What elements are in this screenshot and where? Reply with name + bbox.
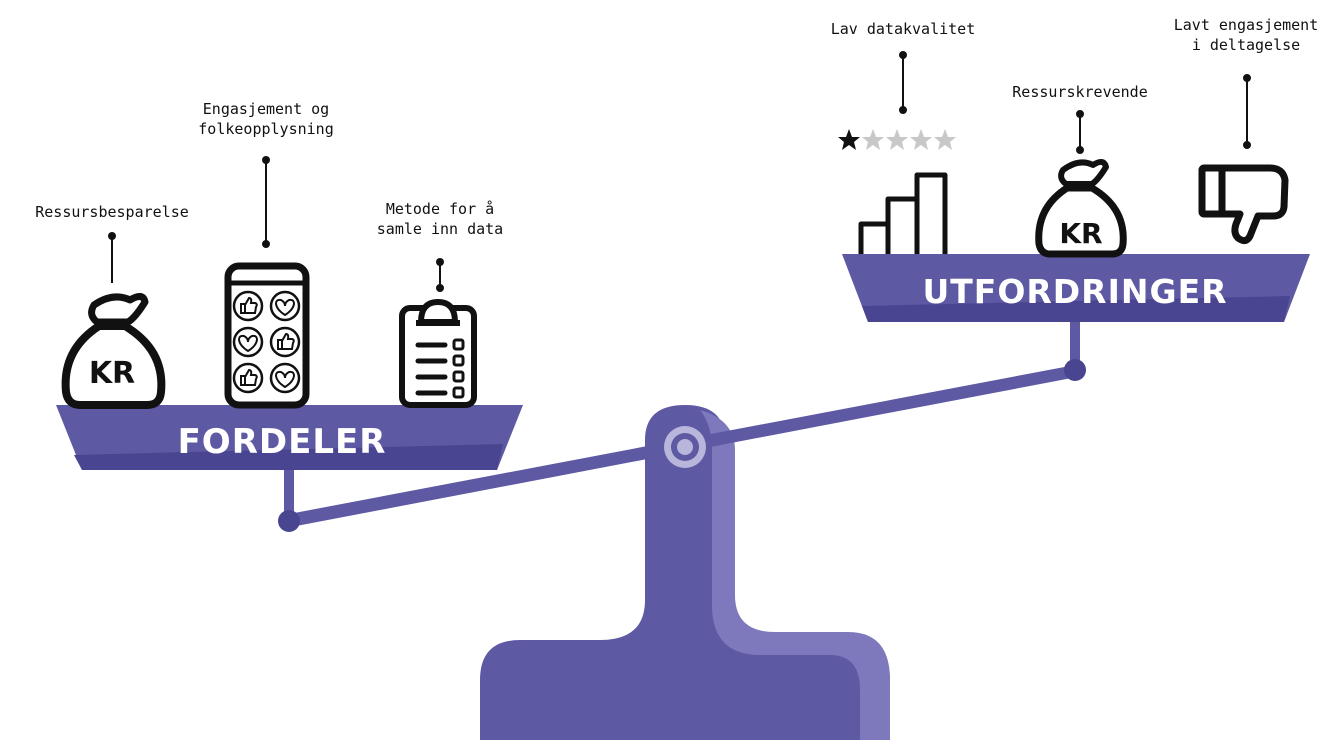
smartphone-reactions-icon [224,262,310,409]
thumbs-down-icon [1198,164,1289,245]
label-metode-samle-data: Metode for å samle inn data [376,200,504,238]
left-pivot [278,510,300,532]
star-empty-icon [886,129,908,150]
clipboard-checklist-icon [399,299,477,408]
scale-base [480,405,890,740]
label-ressursbesparelse: Ressursbesparelse [35,203,189,221]
money-bag-icon: KR [61,293,166,409]
left-pan-shadow [74,444,503,470]
left-hanger [284,465,294,520]
star-empty-icon [934,129,956,150]
right-pan-shadow [862,296,1290,322]
label-lav-datakvalitet: Lav datakvalitet [830,20,976,38]
right-hanger [1070,320,1080,372]
leader-lines [108,51,1251,292]
money-bag-label: KR [1059,217,1102,250]
bar-chart-icon [858,172,948,254]
center-pivot-inner [677,439,693,455]
star-empty-icon [910,129,932,150]
right-pivot [1064,359,1086,381]
star-filled-icon [838,129,860,150]
label-ressurskrevende: Ressurskrevende [1012,83,1148,101]
money-bag-label: KR [89,356,135,391]
star-empty-icon [862,129,884,150]
label-lavt-engasjement: Lavt engasjement i deltagelse [1173,16,1319,54]
left-pan-title: FORDELER [178,422,387,462]
star-rating [838,129,956,150]
money-bag-icon: KR [1035,159,1127,258]
label-engasjement-folkeopplysning: Engasjement og folkeopplysning [198,100,334,138]
right-pan-title: UTFORDRINGER [922,272,1227,311]
